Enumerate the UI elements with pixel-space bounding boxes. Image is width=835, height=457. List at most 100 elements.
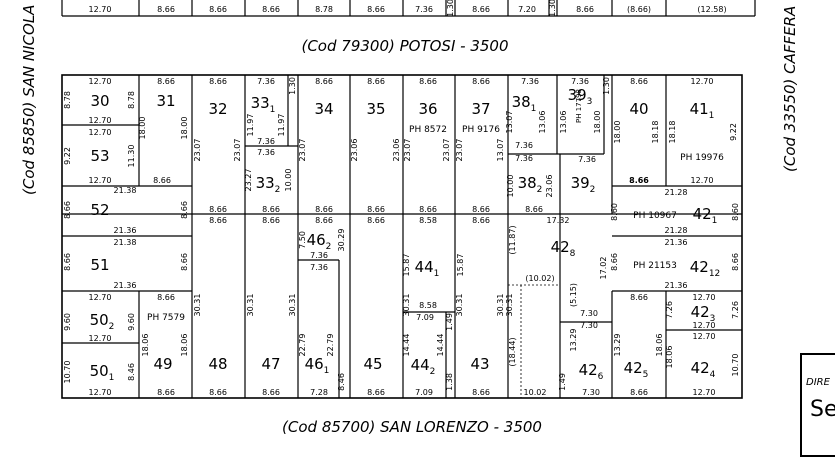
lot-number[interactable]: 442 — [411, 356, 436, 377]
dim-label-vertical: 9.22 — [729, 123, 738, 141]
dim-label-vertical: 30.31 — [193, 294, 202, 317]
dim-label: 8.66 — [262, 205, 280, 214]
lot-number[interactable]: 30 — [90, 92, 109, 110]
lot-number[interactable]: 425 — [624, 359, 649, 380]
dim-label-vertical: 1.49 — [558, 373, 567, 391]
dim-label-vertical: 11.97 — [277, 114, 286, 137]
dim-label: (10.02) — [525, 274, 554, 283]
lot-number[interactable]: 31 — [156, 92, 175, 110]
lot-number[interactable]: 40 — [629, 100, 648, 118]
dim-label-vertical: 18.06 — [141, 334, 150, 357]
dim-label: 12.70 — [89, 77, 112, 86]
lot-number[interactable]: 428 — [551, 238, 576, 259]
dim-label: 7.30 — [582, 388, 600, 397]
street-north: (Cod 79300) POTOSI - 3500 — [301, 37, 508, 55]
lot-number[interactable]: 424 — [691, 359, 716, 380]
lot-numbers: 30 31 32 331 34 35 36 37 381 393 40 411 … — [90, 86, 721, 383]
dim-label: 12.70 — [693, 332, 716, 341]
lot-number[interactable]: 331 — [251, 94, 276, 115]
dim-label: 8.66 — [367, 388, 385, 397]
dim-label-vertical: 18.00 — [613, 121, 622, 144]
dim-label-vertical: 18.18 — [651, 121, 660, 144]
dim-label-vertical: 23.27 — [244, 169, 253, 192]
dim-label: 8.66 — [157, 293, 175, 302]
lot-number[interactable]: 37 — [471, 100, 490, 118]
dim-label-vertical: 8.78 — [63, 91, 72, 109]
dim-label-vertical: 8.46 — [337, 373, 346, 391]
lot-number[interactable]: 48 — [208, 355, 227, 373]
lot-number[interactable]: 501 — [90, 362, 115, 383]
dim-label-vertical: 22.79 — [298, 334, 307, 357]
dim-label-vertical: 23.07 — [233, 139, 242, 162]
dim-label-vertical: 13.07 — [496, 139, 505, 162]
dim-label: 12.70 — [89, 116, 112, 125]
dim-label: 8.66 — [157, 77, 175, 86]
lot-number[interactable]: 423 — [691, 303, 716, 324]
dim-label: 12.70 — [89, 5, 112, 14]
dim-label: 8.58 — [419, 216, 437, 225]
lot-number[interactable]: 45 — [363, 355, 382, 373]
dim-label: 7.36 — [310, 251, 328, 260]
dim-label: 7.28 — [310, 388, 328, 397]
dim-label-vertical: 14.44 — [402, 334, 411, 357]
lot-number[interactable]: 43 — [470, 355, 489, 373]
dim-label: 7.20 — [518, 5, 536, 14]
lot-number[interactable]: 35 — [366, 100, 385, 118]
dim-label: 7.30 — [580, 309, 598, 318]
lot-number[interactable]: 441 — [415, 258, 440, 279]
dim-label: 8.66 — [367, 216, 385, 225]
lot-number[interactable]: 52 — [90, 201, 109, 219]
dim-label-vertical: 9.60 — [63, 313, 72, 331]
lot-number[interactable]: 36 — [418, 100, 437, 118]
dim-label: 7.36 — [257, 148, 275, 157]
dim-label: 8.66 — [629, 176, 649, 185]
lot-number[interactable]: 392 — [571, 174, 596, 195]
dim-label-vertical: 13.06 — [538, 111, 547, 134]
dim-label: 12.70 — [89, 388, 112, 397]
dim-label: 8.66 — [472, 388, 490, 397]
dim-label: 1.30 — [288, 77, 297, 95]
dim-label-vertical: 8.78 — [127, 91, 136, 109]
dim-label: 8.66 — [525, 205, 543, 214]
lot-number[interactable]: 53 — [90, 147, 109, 165]
lot-number[interactable]: 502 — [90, 311, 115, 332]
lot-number[interactable]: 462 — [307, 231, 332, 252]
dim-label-vertical: 8.66 — [63, 253, 72, 271]
lot-number[interactable]: 47 — [261, 355, 280, 373]
dim-label-vertical: 8.66 — [731, 253, 740, 271]
dim-label-vertical: 17.02 — [599, 257, 608, 280]
lot-number[interactable]: 51 — [90, 256, 109, 274]
dim-label: 21.36 — [665, 281, 688, 290]
lot-number[interactable]: 32 — [208, 100, 227, 118]
lot-number[interactable]: 382 — [518, 174, 543, 195]
dim-label: 8.66 — [262, 388, 280, 397]
dim-label-vertical: 18.00 — [593, 111, 602, 134]
dim-label: 8.66 — [472, 5, 490, 14]
lot-number[interactable]: 332 — [256, 174, 281, 195]
dim-label-vertical: 10.70 — [731, 354, 740, 377]
dim-label: 7.36 — [515, 141, 533, 150]
dim-label-vertical: (5.15) — [569, 283, 578, 307]
dim-label: 10.02 — [524, 388, 547, 397]
dim-label-vertical: 30.31 — [496, 294, 505, 317]
lot-number[interactable]: 381 — [512, 93, 537, 114]
lot-number[interactable]: 4212 — [690, 258, 721, 279]
dim-label-vertical: 23.07 — [403, 139, 412, 162]
lot-number[interactable]: 411 — [690, 100, 715, 121]
dim-label-vertical: 30.31 — [402, 294, 411, 317]
lot-number[interactable]: 461 — [305, 355, 330, 376]
lot-number[interactable]: 49 — [153, 355, 172, 373]
dim-label: 12.70 — [691, 77, 714, 86]
dim-label: 7.36 — [310, 263, 328, 272]
dim-label-vertical: 1.49 — [445, 313, 454, 331]
dim-label: 12.70 — [693, 293, 716, 302]
lot-number[interactable]: 426 — [579, 361, 604, 382]
dim-label: 1.30 — [446, 0, 455, 17]
lot-number[interactable]: 393 — [568, 86, 593, 107]
top-strip-dims: 12.70 8.66 8.66 8.66 8.78 8.66 7.36 1.30… — [89, 0, 727, 17]
dim-label: 7.36 — [521, 77, 539, 86]
lot-number[interactable]: 421 — [693, 205, 718, 226]
lot-number[interactable]: 34 — [314, 100, 333, 118]
